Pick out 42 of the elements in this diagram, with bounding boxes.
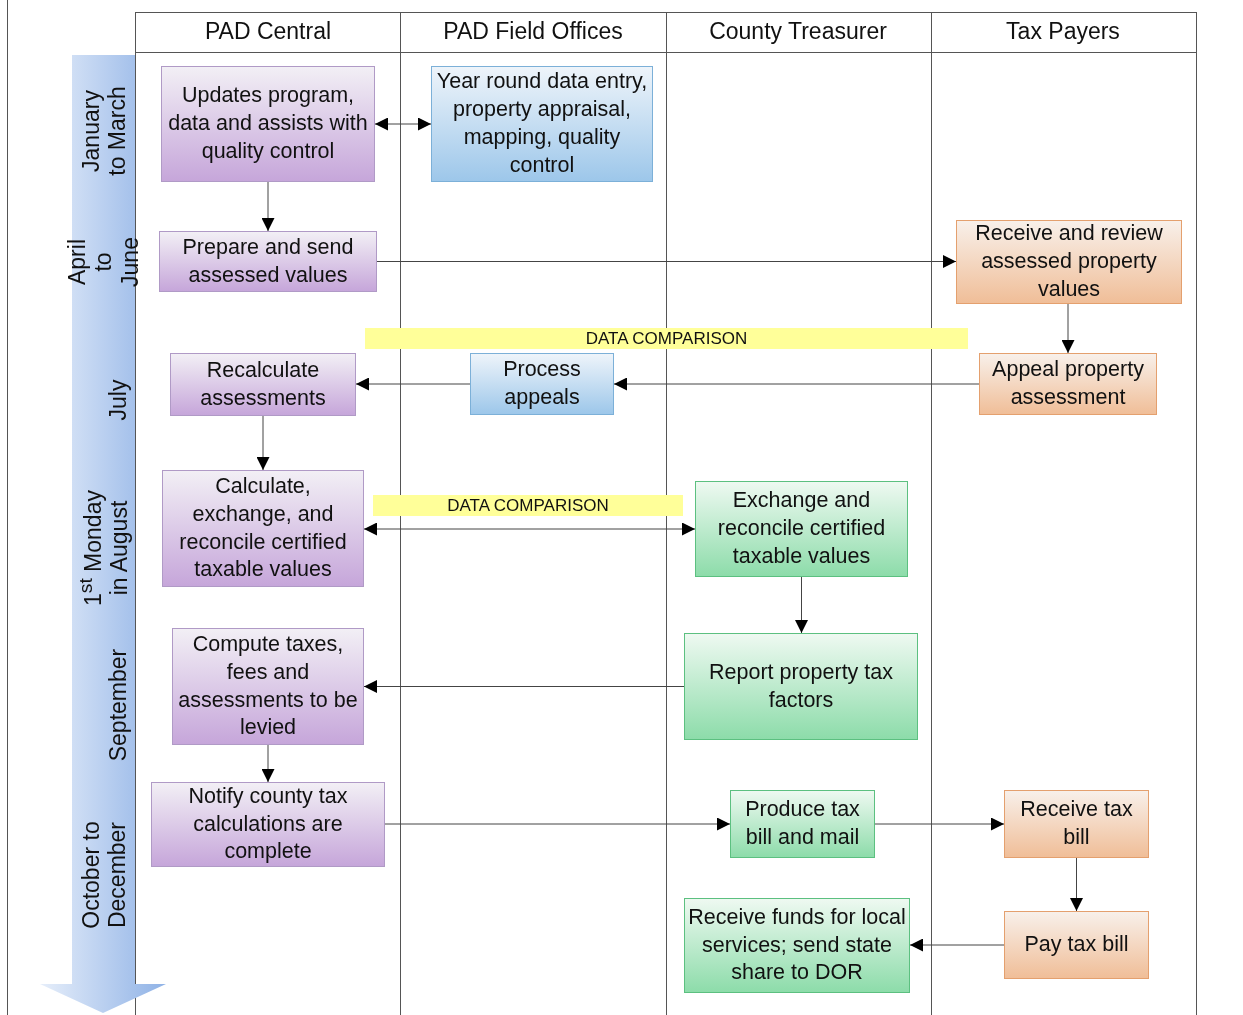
period-label: July xyxy=(104,378,132,423)
period-label: October to December xyxy=(77,820,131,931)
lane-header: PAD Central xyxy=(203,18,333,45)
arrow xyxy=(261,744,275,783)
arrow xyxy=(909,938,1005,952)
lane-header: County Treasurer xyxy=(708,18,888,45)
arrow xyxy=(376,255,957,268)
process-box: Notify county tax calculations are complete xyxy=(151,782,385,867)
process-box: Prepare and send assessed values xyxy=(159,231,377,292)
arrow xyxy=(795,576,808,634)
process-box: Process appeals xyxy=(470,353,614,415)
arrow xyxy=(256,415,270,471)
process-box: Calculate, exchange, and reconcile certified taxable values xyxy=(162,470,364,587)
period-label: January to March xyxy=(77,85,131,178)
process-box: Year round data entry, property appraisal, mapping, quality control xyxy=(431,66,653,182)
arrow xyxy=(384,817,731,831)
process-box: Recalculate assessments xyxy=(170,353,356,416)
arrow xyxy=(874,817,1005,831)
arrow xyxy=(1061,303,1075,354)
arrow xyxy=(613,377,980,391)
process-box: Appeal property assessment xyxy=(979,353,1157,415)
arrow xyxy=(1070,857,1083,912)
process-box: Pay tax bill xyxy=(1004,911,1149,979)
arrow xyxy=(261,181,275,232)
process-box: Report property tax factors xyxy=(684,633,918,740)
process-box: Exchange and reconcile certified taxable values xyxy=(695,481,908,577)
process-box: Produce tax bill and mail xyxy=(730,790,875,858)
process-box: Receive funds for local services; send state share to DOR xyxy=(684,898,910,993)
lane-header: Tax Payers xyxy=(1005,18,1121,45)
lane-header: PAD Field Offices xyxy=(442,18,624,45)
arrow xyxy=(363,522,696,536)
process-box: Receive tax bill xyxy=(1004,790,1149,858)
process-box: Updates program, data and assists with quality control xyxy=(161,66,375,182)
arrow xyxy=(374,117,432,131)
period-label: April to June xyxy=(64,236,144,289)
process-box: Receive and review assessed property values xyxy=(956,220,1182,304)
period-label: September xyxy=(104,647,132,764)
arrow xyxy=(363,680,685,693)
process-box: Compute taxes, fees and assessments to be levied xyxy=(172,628,364,745)
highlight-band: DATA COMPARISON xyxy=(365,328,968,349)
highlight-band: DATA COMPARISON xyxy=(373,495,683,516)
arrow xyxy=(355,377,471,391)
